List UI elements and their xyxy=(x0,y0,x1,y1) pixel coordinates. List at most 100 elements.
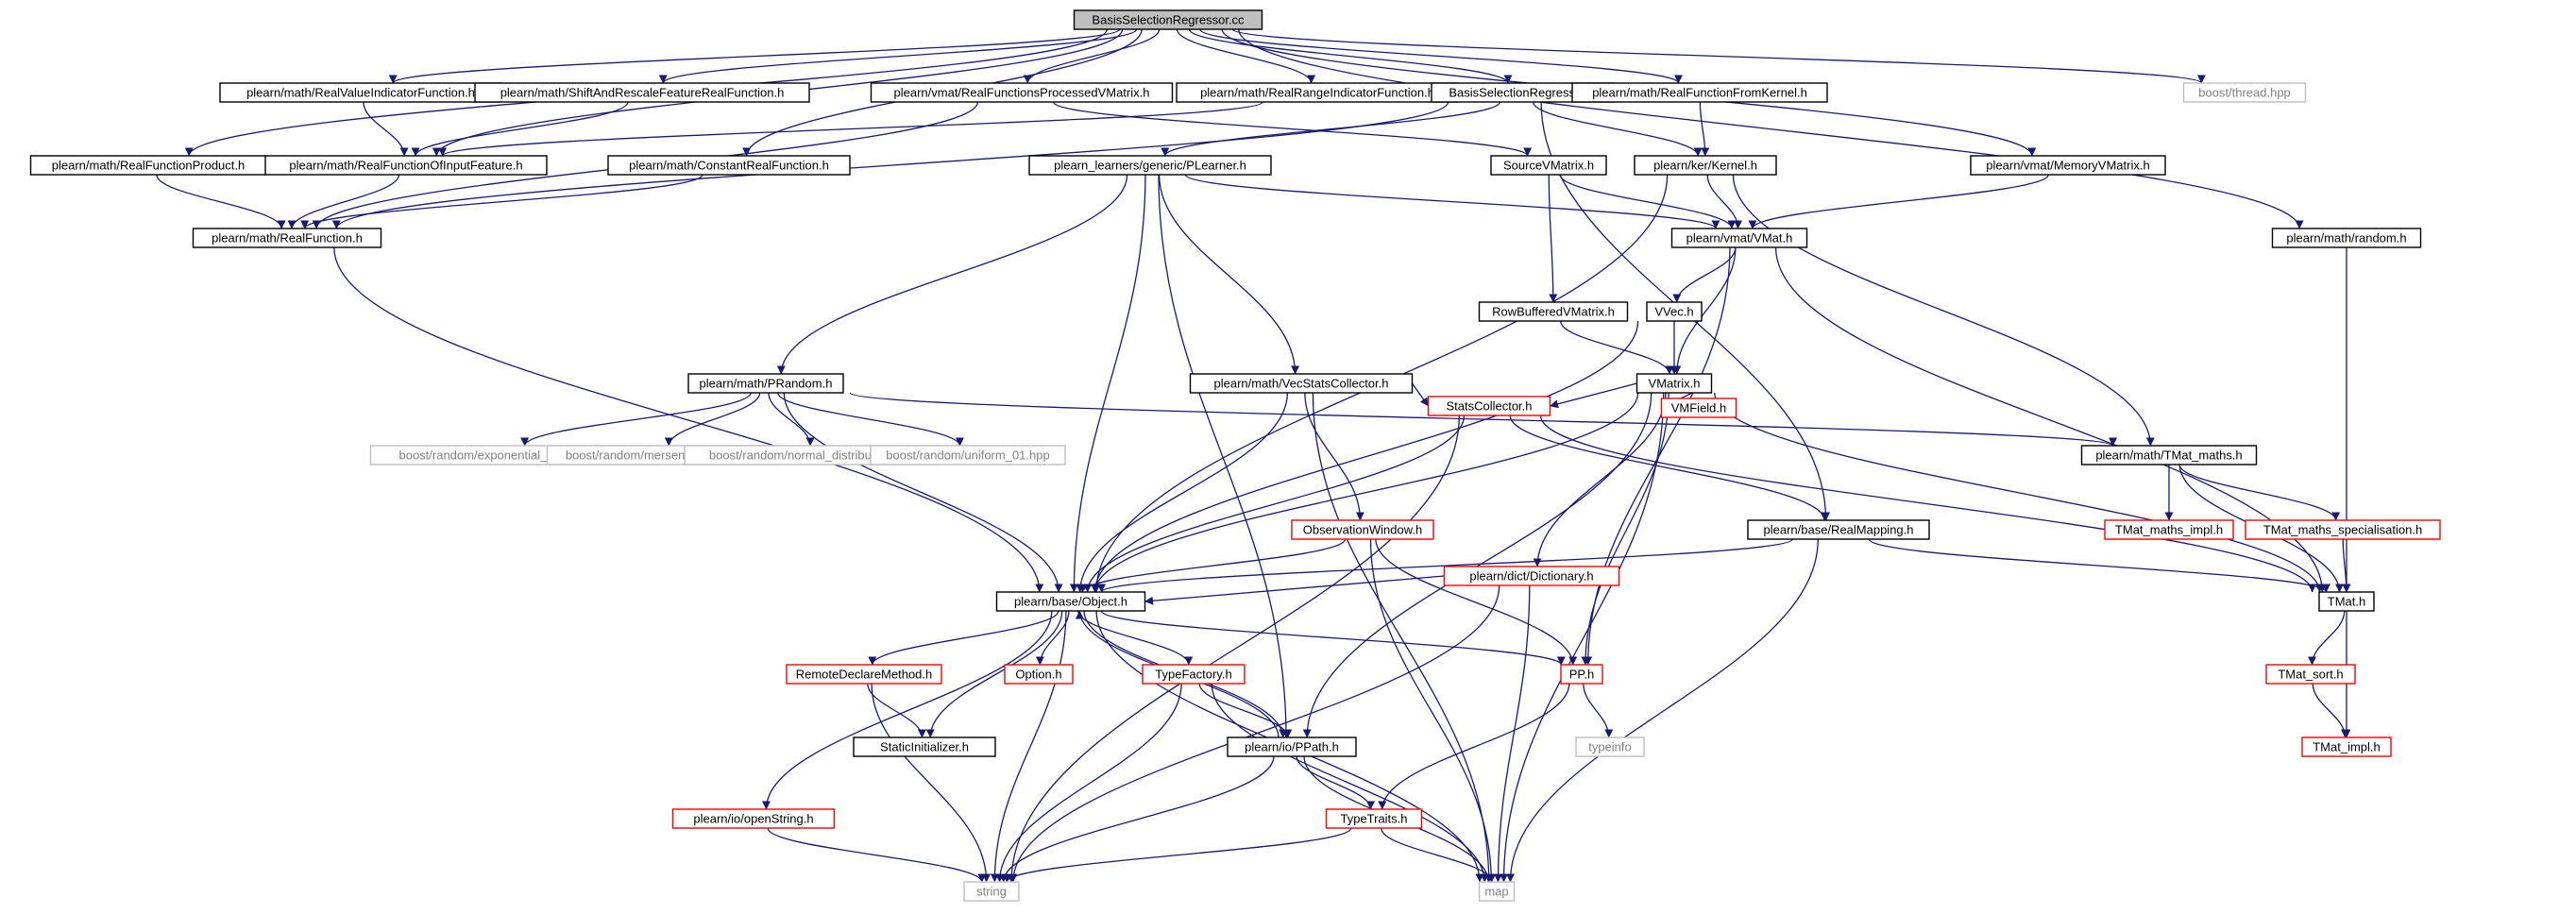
edge-vmat-to-vmx xyxy=(1672,246,1737,375)
node-crf[interactable]: plearn/math/ConstantRealFunction.h xyxy=(607,155,851,176)
node-tmms[interactable]: TMat_maths_specialisation.h xyxy=(2245,519,2441,540)
node-box xyxy=(1028,155,1272,176)
node-vsc[interactable]: plearn/math/VecStatsCollector.h xyxy=(1189,373,1414,394)
edge-rrif-to-rfoi xyxy=(438,101,1263,157)
edge-tmat-to-tsort xyxy=(2308,610,2346,666)
edge-rdm-to-str xyxy=(871,683,991,883)
node-box xyxy=(1443,566,1620,586)
node-pran[interactable]: plearn/math/PRandom.h xyxy=(687,373,844,394)
node-label: plearn/base/Object.h xyxy=(1014,595,1127,609)
node-pp[interactable]: PP.h xyxy=(1560,664,1603,685)
node-sarf[interactable]: plearn/math/ShiftAndRescaleFeatureRealFu… xyxy=(474,82,810,103)
node-vmf[interactable]: VMField.h xyxy=(1660,398,1737,418)
node-box xyxy=(1670,228,1808,248)
edge-obj-to-tf xyxy=(1077,610,1194,666)
node-label: Option.h xyxy=(1015,668,1061,682)
node-root[interactable]: BasisSelectionRegressor.cc xyxy=(1073,9,1263,30)
edge-vmx-to-pp xyxy=(1581,392,1669,666)
node-rffk[interactable]: plearn/math/RealFunctionFromKernel.h xyxy=(1571,82,1828,103)
node-rvif[interactable]: plearn/math/RealValueIndicatorFunction.h xyxy=(219,82,502,103)
node-layer: BasisSelectionRegressor.cc plearn/math/Re… xyxy=(29,9,2441,902)
node-box xyxy=(671,808,836,829)
node-obj[interactable]: plearn/base/Object.h xyxy=(995,591,1146,612)
node-box xyxy=(853,736,996,757)
edge-obj-to-ostr xyxy=(761,610,1053,810)
node-vmat[interactable]: plearn/vmat/VMat.h xyxy=(1670,228,1808,248)
edge-obj-to-str xyxy=(990,610,1067,883)
edge-pran-to-bexp xyxy=(520,392,752,447)
node-rf[interactable]: plearn/math/RealFunction.h xyxy=(192,228,382,248)
node-tf[interactable]: TypeFactory.h xyxy=(1142,664,1246,685)
node-ttr[interactable]: TypeTraits.h xyxy=(1325,808,1423,829)
edge-root-to-rnd xyxy=(1238,28,2304,229)
node-label: StatsCollector.h xyxy=(1446,399,1532,414)
node-pl[interactable]: plearn_learners/generic/PLearner.h xyxy=(1028,155,1272,176)
node-vmx[interactable]: VMatrix.h xyxy=(1635,373,1713,394)
edge-ttr-to-map xyxy=(1381,827,1497,883)
node-sini[interactable]: StaticInitializer.h xyxy=(853,736,996,757)
node-rfpv[interactable]: plearn/vmat/RealFunctionsProcessedVMatri… xyxy=(870,82,1174,103)
node-label: plearn/io/PPath.h xyxy=(1245,740,1339,754)
node-vvec[interactable]: VVec.h xyxy=(1646,301,1703,322)
node-rrif[interactable]: plearn/math/RealRangeIndicatorFunction.h xyxy=(1176,82,1459,103)
node-box xyxy=(2245,519,2441,540)
edge-svm-to-vmat xyxy=(1559,174,1737,229)
node-box xyxy=(2318,591,2375,612)
node-tsort[interactable]: TMat_sort.h xyxy=(2265,664,2356,685)
node-box xyxy=(1635,373,1713,394)
node-label: VMField.h xyxy=(1671,401,1727,415)
edge-root-to-rvif xyxy=(388,28,1121,84)
node-stc[interactable]: StatsCollector.h xyxy=(1427,396,1551,416)
node-timpl[interactable]: TMat_impl.h xyxy=(2301,736,2392,757)
node-rnd[interactable]: plearn/math/random.h xyxy=(2271,228,2422,248)
node-label: TMat_impl.h xyxy=(2313,740,2381,754)
node-label: plearn/math/RealFunction.h xyxy=(212,231,363,245)
node-rfp[interactable]: plearn/math/RealFunctionProduct.h xyxy=(29,155,267,176)
node-dict[interactable]: plearn/dict/Dictionary.h xyxy=(1443,566,1620,586)
node-svm[interactable]: SourceVMatrix.h xyxy=(1490,155,1607,176)
edge-pl-to-vmat xyxy=(1184,174,1720,229)
edge-ostr-to-str xyxy=(767,827,987,883)
node-rdm[interactable]: RemoteDeclareMethod.h xyxy=(786,664,942,685)
node-obw[interactable]: ObservationWindow.h xyxy=(1291,519,1434,540)
node-kern[interactable]: plearn/ker/Kernel.h xyxy=(1634,155,1777,176)
node-opt[interactable]: Option.h xyxy=(1004,664,1074,685)
node-label: plearn/math/RealRangeIndicatorFunction.h xyxy=(1200,86,1434,100)
edge-vmx-to-stc xyxy=(1550,382,1637,409)
node-label: plearn/ker/Kernel.h xyxy=(1653,159,1757,173)
edge-pl-to-ppath xyxy=(1158,174,1291,738)
node-box xyxy=(1227,736,1357,757)
edge-root-to-rfpv xyxy=(1023,28,1161,84)
node-label: plearn/dict/Dictionary.h xyxy=(1469,569,1593,584)
node-box xyxy=(995,591,1146,612)
node-box xyxy=(1291,519,1434,540)
node-label: plearn/io/openString.h xyxy=(693,812,813,826)
node-label: plearn/vmat/MemoryVMatrix.h xyxy=(1986,159,2149,173)
node-box xyxy=(1142,664,1246,685)
node-tmm[interactable]: plearn/math/TMat_maths.h xyxy=(2080,445,2258,465)
node-rfoi[interactable]: plearn/math/RealFunctionOfInputFeature.h xyxy=(264,155,548,176)
edge-root-to-bsrh xyxy=(1188,28,1513,84)
node-label: boost/random/normal_distribution.hpp xyxy=(709,449,915,463)
edge-vsc-to-stc xyxy=(1411,382,1430,407)
node-bthr: boost/thread.hpp xyxy=(2182,82,2307,103)
node-rbvm[interactable]: RowBufferedVMatrix.h xyxy=(1478,301,1629,322)
node-tmat[interactable]: TMat.h xyxy=(2318,591,2375,612)
node-mvm[interactable]: plearn/vmat/MemoryVMatrix.h xyxy=(1970,155,2166,176)
edge-pp-to-ttr xyxy=(1378,683,1570,810)
edge-tmm-to-tmms xyxy=(2178,464,2341,521)
edge-pl-to-pran xyxy=(776,174,1128,375)
node-box xyxy=(1073,9,1263,30)
node-rmap[interactable]: plearn/base/RealMapping.h xyxy=(1747,519,1930,540)
node-label: plearn/math/random.h xyxy=(2286,231,2406,245)
node-tmmi[interactable]: TMat_maths_impl.h xyxy=(2104,519,2234,540)
node-ostr[interactable]: plearn/io/openString.h xyxy=(671,808,836,829)
node-box xyxy=(1004,664,1074,685)
edge-obw-to-pp xyxy=(1375,538,1578,666)
edge-vmx-to-ppath xyxy=(1302,392,1652,738)
edge-svm-to-rbvm xyxy=(1548,174,1558,303)
edge-mvm-to-vmat xyxy=(1748,174,2049,229)
edge-obj-to-pp xyxy=(1100,610,1566,666)
node-ppath[interactable]: plearn/io/PPath.h xyxy=(1227,736,1357,757)
node-box xyxy=(474,82,810,103)
